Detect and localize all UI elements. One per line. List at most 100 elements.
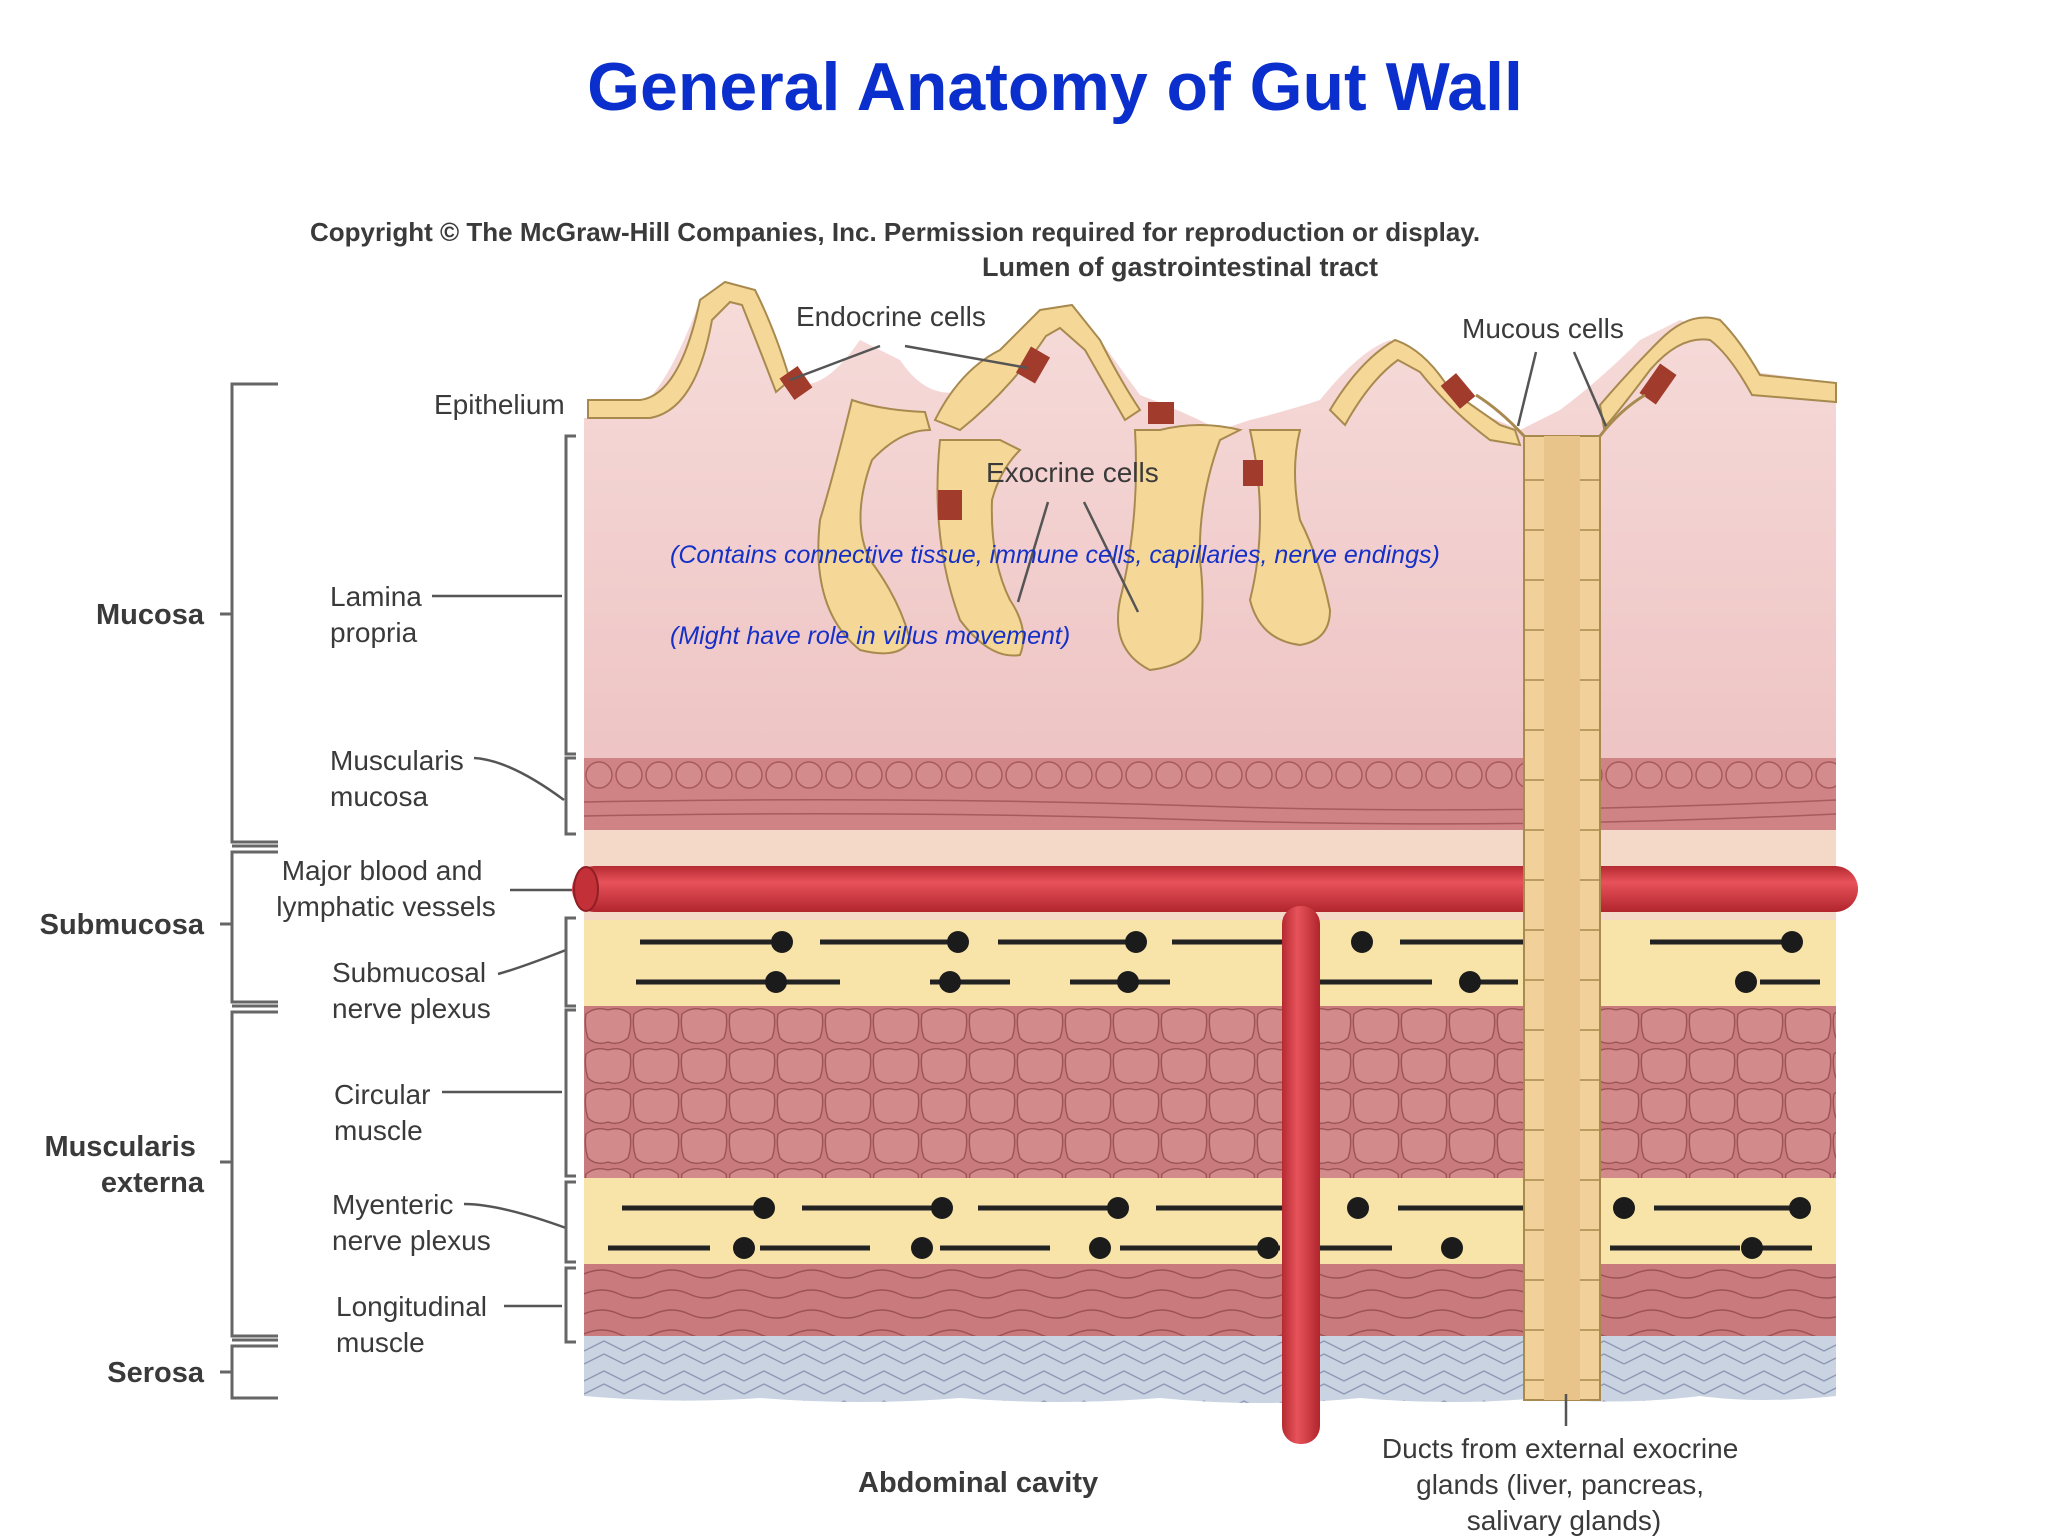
neuron-soma	[765, 971, 787, 993]
endocrine-cell	[779, 366, 813, 400]
endocrine-cell	[1243, 460, 1263, 486]
neuron-soma	[1459, 971, 1481, 993]
neuron-soma	[911, 1237, 933, 1259]
circular-muscle-label: Circular muscle	[334, 1079, 438, 1146]
longitudinal-muscle-layer	[584, 1264, 1836, 1336]
exocrine-cells-label: Exocrine cells	[986, 457, 1159, 488]
longitudinal-muscle-line-1: Longitudinal	[336, 1291, 487, 1322]
major-vessels-line-1: Major blood and	[282, 855, 483, 886]
exocrine-duct	[1475, 393, 1646, 1401]
mucosa-layer-label: Mucosa	[96, 599, 205, 631]
serosa-layer-label: Serosa	[107, 1357, 205, 1389]
myenteric-neurons	[608, 1197, 1812, 1259]
neuron-soma	[771, 931, 793, 953]
crypt-left	[817, 398, 932, 655]
neuron-soma	[1257, 1237, 1279, 1259]
vessel-opening	[573, 866, 599, 912]
layer-brackets	[220, 382, 576, 1400]
slide-title: General Anatomy of Gut Wall	[587, 49, 1523, 125]
circular-muscle-line-2: muscle	[334, 1115, 423, 1146]
vessel-horizontal	[572, 866, 1858, 912]
circular-muscle-line-1: Circular	[334, 1079, 430, 1110]
muscularis-externa-bracket	[220, 1010, 278, 1338]
longitudinal-muscle-line-2: muscle	[336, 1327, 425, 1358]
lamina-propria-label: Lamina propria	[330, 581, 430, 648]
neuron-soma	[1613, 1197, 1635, 1219]
myenteric-plexus-label: Myenteric nerve plexus	[332, 1189, 491, 1256]
crypt-far	[1248, 429, 1332, 647]
ducts-line-3: salivary glands)	[1467, 1505, 1662, 1536]
neuron-soma	[931, 1197, 953, 1219]
muscularis-mucosa-note: (Might have role in villus movement)	[670, 622, 1070, 650]
copyright-text: Copyright © The McGraw-Hill Companies, I…	[310, 217, 1480, 247]
neuron-soma	[1117, 971, 1139, 993]
neuron-soma	[1351, 931, 1373, 953]
neuron-soma	[753, 1197, 775, 1219]
lamina-propria-note: (Contains connective tissue, immune cell…	[670, 541, 1440, 569]
lamina-propria-bracket	[564, 434, 576, 756]
muscularis-mucosa-bracket	[564, 756, 576, 836]
neuron-soma	[1789, 1197, 1811, 1219]
myenteric-plexus-line-2: nerve plexus	[332, 1225, 491, 1256]
myenteric-plexus-band	[584, 1178, 1836, 1264]
neuron-soma	[1347, 1197, 1369, 1219]
neuron-soma	[1125, 931, 1147, 953]
submucosal-neurons	[636, 931, 1820, 993]
major-vessels-line-2: lymphatic vessels	[276, 891, 495, 922]
endocrine-cell	[1440, 373, 1476, 409]
muscularis-externa-line-1: Muscularis	[44, 1131, 196, 1163]
submucosa-bracket	[220, 850, 278, 1004]
submucosa-layer-label: Submucosa	[40, 909, 205, 941]
epithelium-tick	[232, 382, 278, 1342]
mucosa-bracket	[220, 382, 278, 844]
muscularis-mucosa-layer	[584, 758, 1836, 792]
myenteric-plexus-line-1: Myenteric	[332, 1189, 453, 1220]
muscularis-mucosa-line-1: Muscularis	[330, 745, 464, 776]
epithelium-label: Epithelium	[434, 389, 565, 420]
circular-muscle-layer	[584, 1006, 1836, 1178]
muscularis-externa-label: Muscularis externa	[44, 1131, 204, 1199]
neuron-soma	[947, 931, 969, 953]
leader-lines	[432, 344, 1608, 1426]
submucosal-plexus-bracket	[564, 916, 576, 1008]
crypt-right	[1117, 424, 1243, 672]
ducts-label: Ducts from external exocrine glands (liv…	[1382, 1433, 1746, 1536]
submucosal-plexus-line-1: Submucosal	[332, 957, 486, 988]
submucosal-plexus-label: Submucosal nerve plexus	[332, 957, 494, 1024]
villus-left	[587, 280, 792, 419]
muscularis-mucosa-label: Muscularis mucosa	[330, 745, 472, 812]
endocrine-cells	[779, 346, 1677, 520]
lumen-label: Lumen of gastrointestinal tract	[982, 252, 1378, 282]
endocrine-cell	[1639, 363, 1677, 405]
muscularis-externa-line-2: externa	[101, 1167, 205, 1199]
neuron-soma	[1441, 1237, 1463, 1259]
lamina-propria-line-2: propria	[330, 617, 418, 648]
vessel-vertical	[1282, 906, 1320, 1444]
neuron-soma	[939, 971, 961, 993]
neuron-soma	[1735, 971, 1757, 993]
neuron-soma	[1781, 931, 1803, 953]
abdominal-cavity-label: Abdominal cavity	[858, 1467, 1098, 1499]
muscularis-mucosa-line-2: mucosa	[330, 781, 428, 812]
endocrine-cells-label: Endocrine cells	[796, 301, 986, 332]
neuron-soma	[733, 1237, 755, 1259]
neuron-soma	[1741, 1237, 1763, 1259]
longitudinal-muscle-bracket	[564, 1266, 576, 1344]
mucous-cells-label: Mucous cells	[1462, 313, 1624, 344]
neuron-soma	[1089, 1237, 1111, 1259]
serosa-bracket	[220, 1344, 278, 1400]
submucosal-plexus-line-2: nerve plexus	[332, 993, 491, 1024]
neuron-soma	[1107, 1197, 1129, 1219]
serosa-layer	[584, 1336, 1836, 1403]
ducts-line-1: Ducts from external exocrine	[1382, 1433, 1738, 1464]
villus-mid	[933, 303, 1142, 432]
longitudinal-muscle-label: Longitudinal muscle	[336, 1291, 495, 1358]
villus-right	[1328, 338, 1522, 447]
muscularis-mucosa-lower	[584, 792, 1836, 830]
lamina-propria-line-1: Lamina	[330, 581, 422, 612]
villus-far	[1598, 316, 1837, 431]
circular-muscle-bracket	[564, 1008, 576, 1178]
major-vessels-label: Major blood and lymphatic vessels	[276, 855, 495, 922]
ducts-line-2: glands (liver, pancreas,	[1416, 1469, 1704, 1500]
